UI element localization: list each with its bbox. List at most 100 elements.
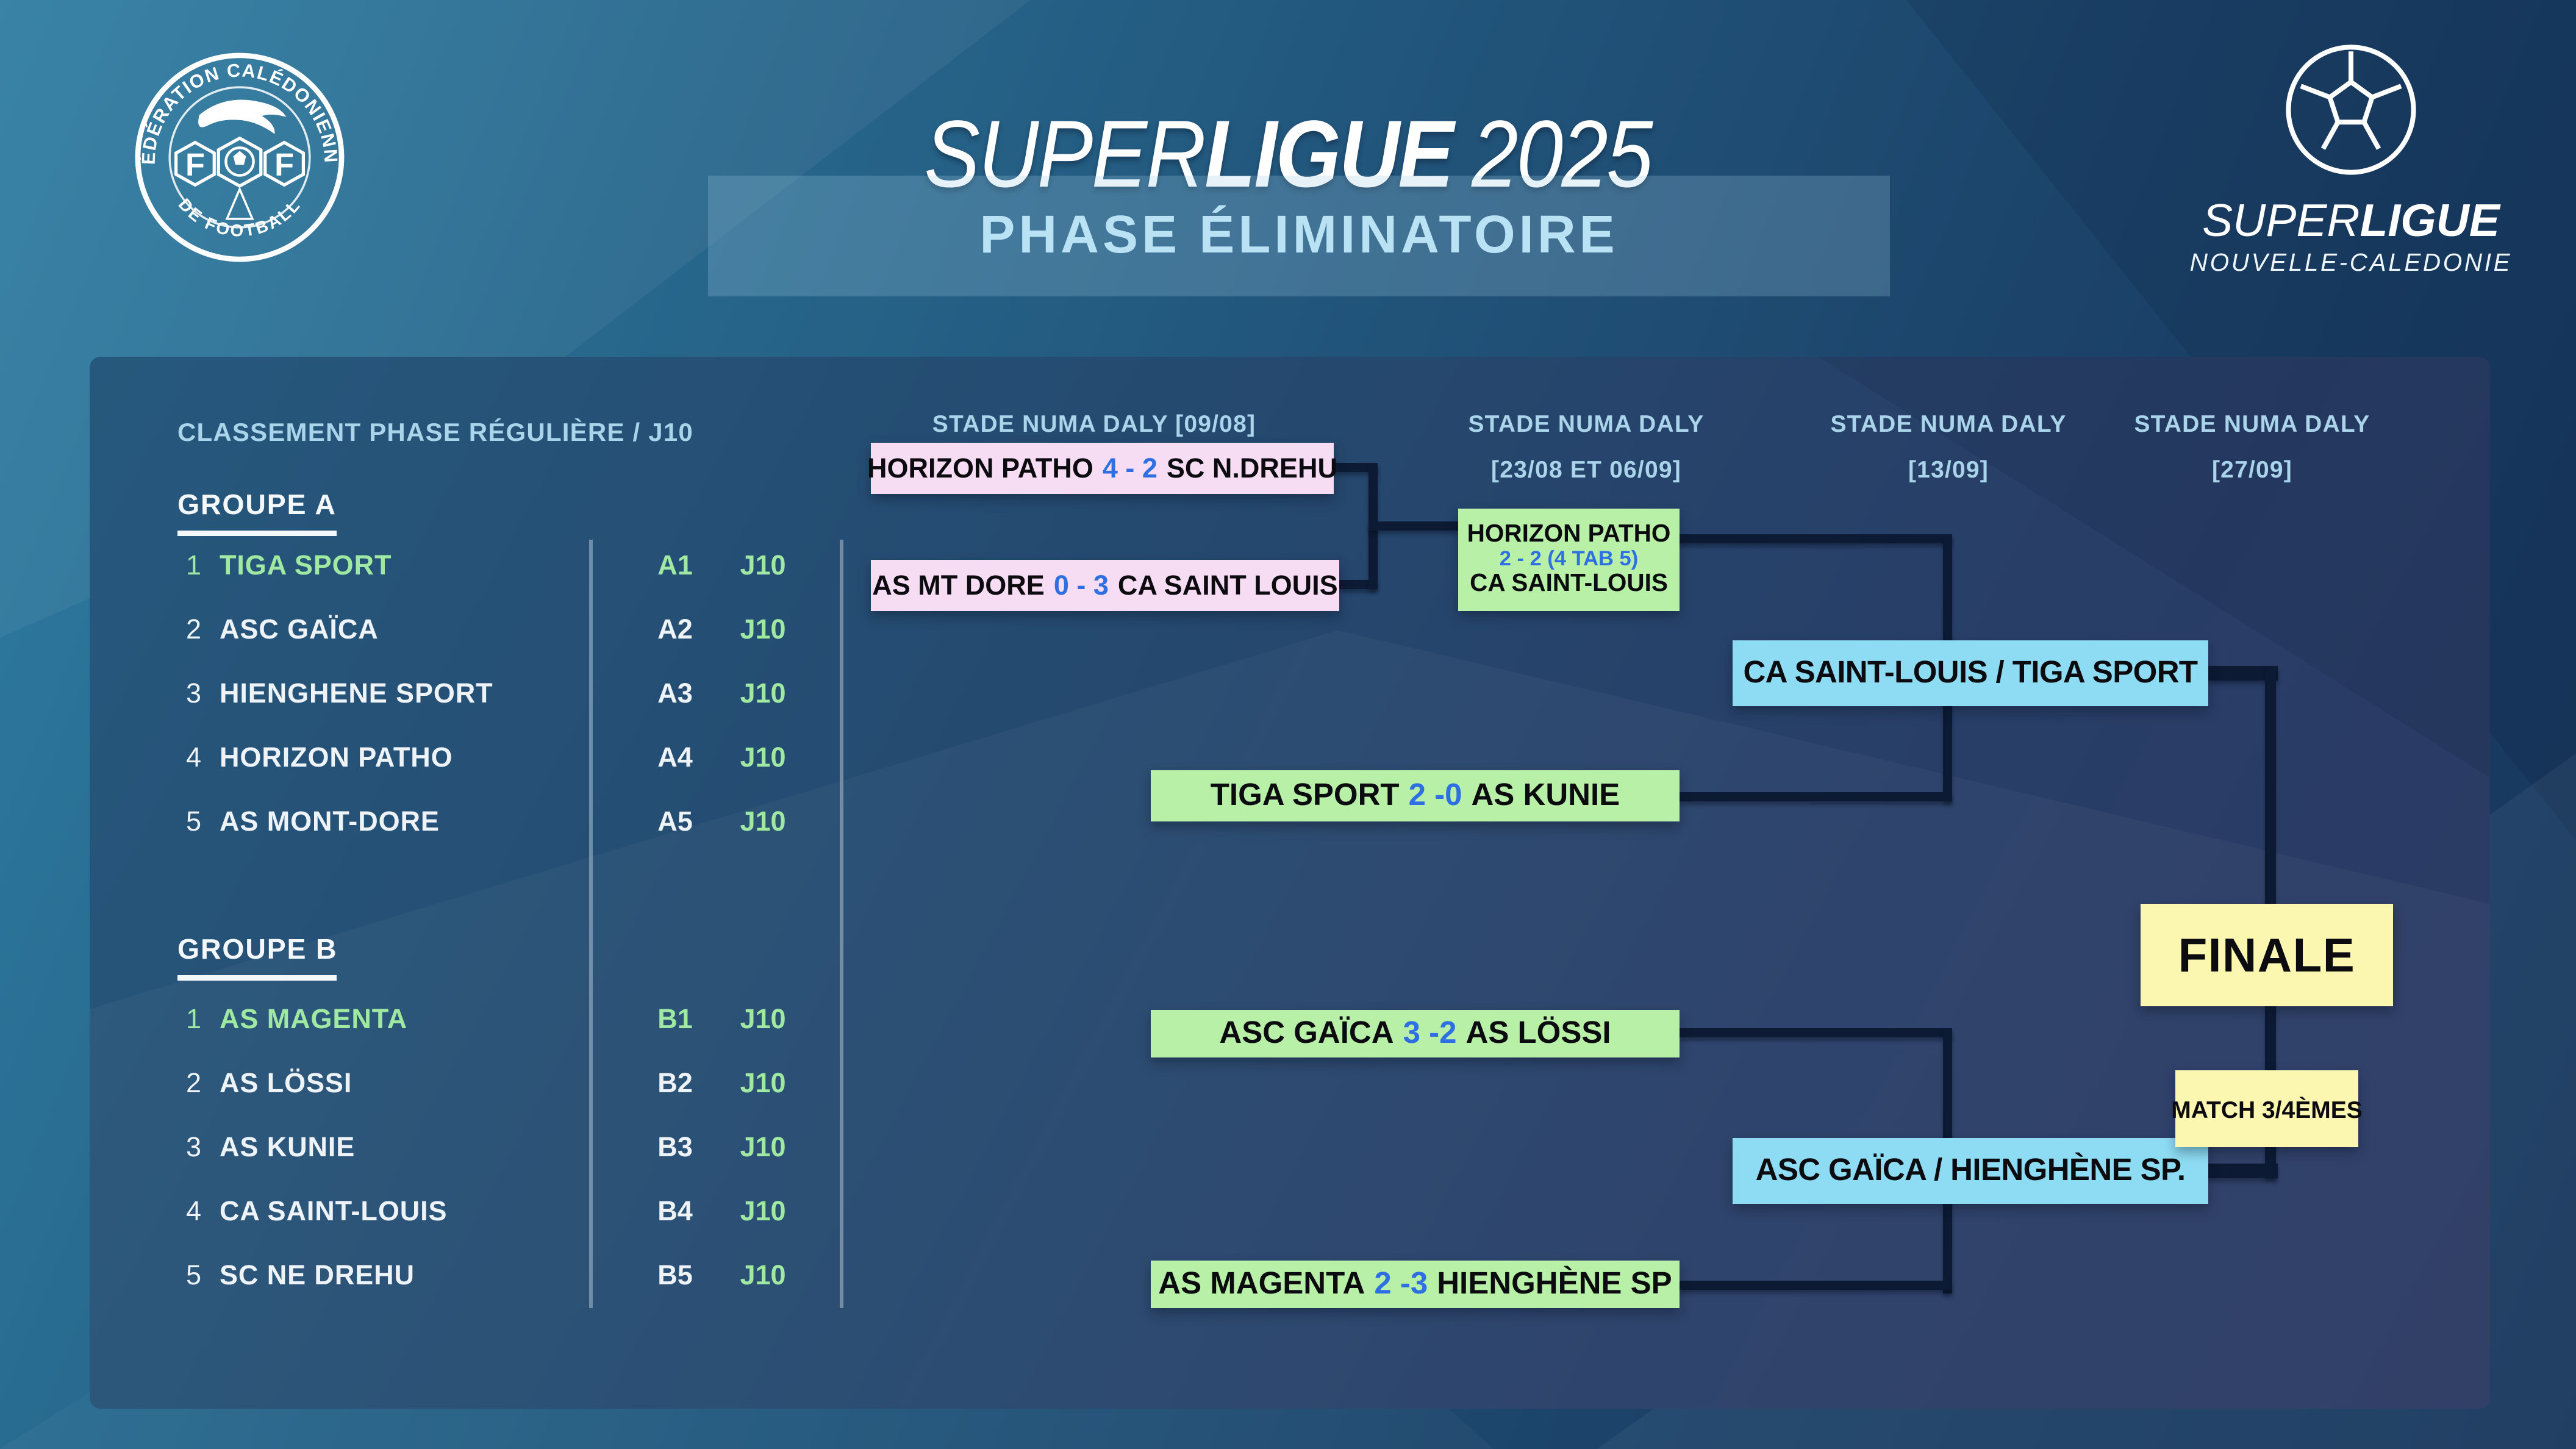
match-score: 3 -2 bbox=[1403, 1015, 1457, 1050]
bracket-panel bbox=[90, 357, 2490, 1409]
table-row: 1 TIGA SPORT A1 J10 bbox=[0, 547, 878, 587]
ball-icon bbox=[224, 146, 255, 177]
table-row: 2 ASC GAÏCA A2 J10 bbox=[0, 611, 878, 651]
team-name: CA SAINT-LOUIS bbox=[220, 1197, 448, 1228]
pairing-text: CA SAINT-LOUIS / TIGA SPORT bbox=[1743, 655, 2198, 690]
venue-name: STADE NUMA DALY [09/08] bbox=[932, 410, 1256, 437]
venue-date: [13/09] bbox=[1908, 456, 1989, 483]
match-box-round1: HORIZON PATHO 4 - 2 SC N.DREHU bbox=[867, 443, 1337, 494]
match-away: CA SAINT-LOUIS bbox=[1470, 569, 1668, 597]
match-away: AS KUNIE bbox=[1471, 778, 1620, 812]
match-home: TIGA SPORT bbox=[1210, 778, 1400, 812]
column-divider bbox=[589, 540, 593, 1308]
table-row: 4 CA SAINT-LOUIS B4 J10 bbox=[0, 1193, 878, 1233]
bracket-connector bbox=[1334, 463, 1378, 472]
match-score: 2 -3 bbox=[1374, 1266, 1428, 1301]
match-away: SC N.DREHU bbox=[1166, 453, 1337, 484]
match-box-playoff: HORIZON PATHO 2 - 2 (4 TAB 5) CA SAINT-L… bbox=[1458, 509, 1680, 611]
table-row: 3 HIENGHENE SPORT A3 J10 bbox=[0, 675, 878, 715]
team-name: TIGA SPORT bbox=[220, 551, 392, 582]
venue-name: STADE NUMA DALY bbox=[2134, 410, 2370, 437]
matchday: J10 bbox=[740, 1004, 786, 1036]
matchday: J10 bbox=[740, 615, 786, 646]
team-name: AS LÖSSI bbox=[220, 1068, 352, 1100]
match-box-result: AS MAGENTA 2 -3 HIENGHÈNE SP bbox=[1151, 1261, 1680, 1308]
match-away: CA SAINT LOUIS bbox=[1117, 570, 1338, 601]
seed: A3 bbox=[657, 679, 693, 710]
rank: 4 bbox=[185, 1197, 201, 1228]
match-home: AS MT DORE bbox=[872, 570, 1045, 601]
table-row: 3 AS KUNIE B3 J10 bbox=[0, 1129, 878, 1169]
matchday: J10 bbox=[740, 743, 786, 774]
matchday: J10 bbox=[740, 1132, 786, 1164]
league-logo-super: SUPER bbox=[2202, 196, 2360, 247]
team-name: AS KUNIE bbox=[220, 1132, 356, 1164]
third-place-box: MATCH 3/4ÈMES bbox=[2171, 1070, 2363, 1147]
title-super: SUPER bbox=[924, 102, 1206, 209]
seed: B5 bbox=[657, 1261, 693, 1292]
rank: 3 bbox=[185, 679, 201, 710]
matchday: J10 bbox=[740, 807, 786, 838]
match-score: 0 - 3 bbox=[1053, 570, 1109, 601]
league-logo-name: SUPERLIGUE bbox=[2159, 199, 2543, 245]
semifinal-pairing-box: CA SAINT-LOUIS / TIGA SPORT bbox=[1733, 640, 2208, 706]
match-home: HORIZON PATHO bbox=[1467, 519, 1671, 547]
bracket-connector bbox=[1680, 1281, 1952, 1290]
matchday: J10 bbox=[740, 1261, 786, 1292]
semifinal-pairing-box: ASC GAÏCA / HIENGHÈNE SP. bbox=[1733, 1138, 2208, 1204]
team-name: AS MONT-DORE bbox=[220, 807, 440, 838]
crest-letter-f: F bbox=[185, 148, 205, 183]
match-away: HIENGHÈNE SP bbox=[1437, 1266, 1672, 1301]
bracket-connector bbox=[1368, 521, 1458, 531]
match-score: 2 -0 bbox=[1408, 778, 1462, 812]
match-away: AS LÖSSI bbox=[1465, 1015, 1611, 1050]
seed: A2 bbox=[657, 615, 693, 646]
team-name: HIENGHENE SPORT bbox=[220, 679, 493, 710]
group-a-title: GROUPE A bbox=[177, 490, 337, 536]
league-logo-ligue: LIGUE bbox=[2360, 196, 2500, 247]
match-home: HORIZON PATHO bbox=[867, 453, 1093, 484]
match-box-round1: AS MT DORE 0 - 3 CA SAINT LOUIS bbox=[871, 560, 1339, 611]
team-name: AS MAGENTA bbox=[220, 1004, 408, 1036]
standings-title: CLASSEMENT PHASE RÉGULIÈRE / J10 bbox=[177, 417, 693, 446]
seed: B2 bbox=[657, 1068, 693, 1100]
bracket-connector bbox=[1680, 1028, 1952, 1037]
pairing-text: ASC GAÏCA / HIENGHÈNE SP. bbox=[1755, 1153, 2186, 1187]
bracket-connector bbox=[1339, 580, 1378, 589]
soccer-ball-icon bbox=[2286, 45, 2416, 175]
rank: 1 bbox=[185, 551, 201, 582]
match-score: 2 - 2 (4 TAB 5) bbox=[1499, 548, 1639, 571]
venue-name: STADE NUMA DALY bbox=[1830, 410, 2067, 437]
table-row: 5 SC NE DREHU B5 J10 bbox=[0, 1257, 878, 1297]
rank: 5 bbox=[185, 807, 201, 838]
table-row: 4 HORIZON PATHO A4 J10 bbox=[0, 739, 878, 779]
league-logo: SUPERLIGUE NOUVELLE-CALEDONIE bbox=[2159, 40, 2543, 278]
seed: A1 bbox=[657, 551, 693, 582]
rank: 1 bbox=[185, 1004, 201, 1036]
title-ligue: LIGUE bbox=[1204, 102, 1454, 209]
finale-box: FINALE bbox=[2141, 904, 2393, 1006]
venue-header: STADE NUMA DALY [23/08 ET 06/09] bbox=[1440, 401, 1733, 492]
subtitle-banner: PHASE ÉLIMINATOIRE bbox=[708, 176, 1890, 296]
table-row: 2 AS LÖSSI B2 J10 bbox=[0, 1065, 878, 1105]
venue-name: STADE NUMA DALY bbox=[1468, 410, 1705, 437]
seed: A4 bbox=[657, 743, 693, 774]
venue-header: STADE NUMA DALY [13/09] bbox=[1830, 401, 2067, 492]
matchday: J10 bbox=[740, 551, 786, 582]
rank: 5 bbox=[185, 1261, 201, 1292]
venue-date: [27/09] bbox=[2212, 456, 2292, 483]
column-divider bbox=[840, 540, 843, 1308]
seed: B4 bbox=[657, 1197, 693, 1228]
venue-date: [23/08 ET 06/09] bbox=[1491, 456, 1681, 483]
bird-icon bbox=[198, 99, 287, 134]
seed: A5 bbox=[657, 807, 693, 838]
group-b-title: GROUPE B bbox=[177, 935, 338, 981]
seed: B3 bbox=[657, 1132, 693, 1164]
seed: B1 bbox=[657, 1004, 693, 1036]
table-row: 5 AS MONT-DORE A5 J10 bbox=[0, 803, 878, 843]
match-home: ASC GAÏCA bbox=[1219, 1015, 1394, 1050]
match-home: AS MAGENTA bbox=[1158, 1266, 1365, 1301]
team-name: ASC GAÏCA bbox=[220, 615, 379, 646]
